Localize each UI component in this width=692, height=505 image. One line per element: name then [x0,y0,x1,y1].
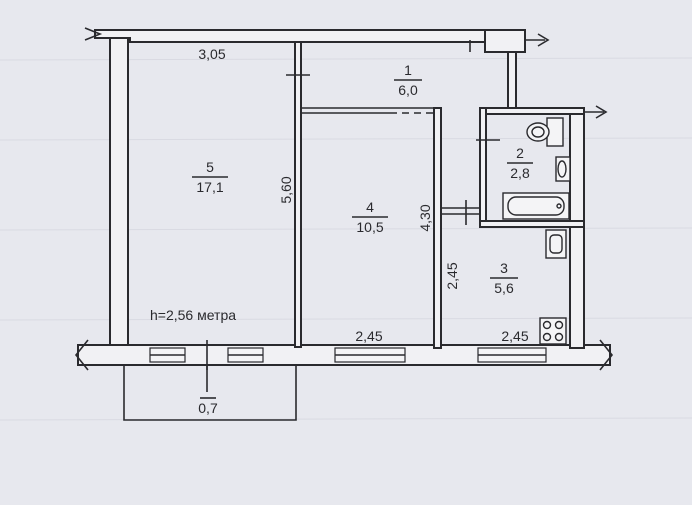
wall-5-4 [294,41,302,348]
room-4-label: 4 10,5 [352,199,388,235]
corridor-wall [507,51,517,109]
room-4-number: 4 [366,199,374,215]
dim-room3-width: 2,45 [501,328,528,344]
ceiling-height-label: h=2,56 метра [150,307,236,323]
dim-room3-depth: 2,45 [444,262,460,289]
top-wall-right [484,29,526,53]
room-1-area: 6,0 [398,82,418,98]
room-4-area: 10,5 [356,219,383,235]
room-2-label: 2 2,8 [507,145,533,181]
top-wall [94,29,486,43]
room-3-area: 5,6 [494,280,514,296]
toilet-icon [526,117,564,147]
bathroom-top-wall [479,107,585,115]
stove-icon [539,317,567,345]
windows [149,340,547,370]
room-5-area: 17,1 [196,179,223,195]
dim-room5-depth: 5,60 [278,176,294,203]
fixtures [502,117,571,345]
bathroom-sink-icon [555,156,571,182]
room-5-number: 5 [206,159,214,175]
room-5-label: 5 17,1 [192,159,228,195]
room-1-label: 1 6,0 [394,62,422,98]
kitchen-sink-icon [545,229,567,259]
bathtub-icon [502,192,570,220]
wall-4-3 [433,107,442,349]
balcony-outline [123,365,297,421]
dim-balcony-depth: 0,7 [198,400,218,416]
room-2-area: 2,8 [510,165,530,181]
room-3-number: 3 [500,260,508,276]
left-wall [109,37,129,349]
dim-room4-depth: 4,30 [417,204,433,231]
bathroom-left-wall [479,107,487,227]
dim-room5-width: 3,05 [198,46,225,62]
bathroom-bottom-wall [479,220,585,228]
room-1-number: 1 [404,62,412,78]
dim-room4-width: 2,45 [355,328,382,344]
room-3-label: 3 5,6 [490,260,518,296]
room-2-number: 2 [516,145,524,161]
